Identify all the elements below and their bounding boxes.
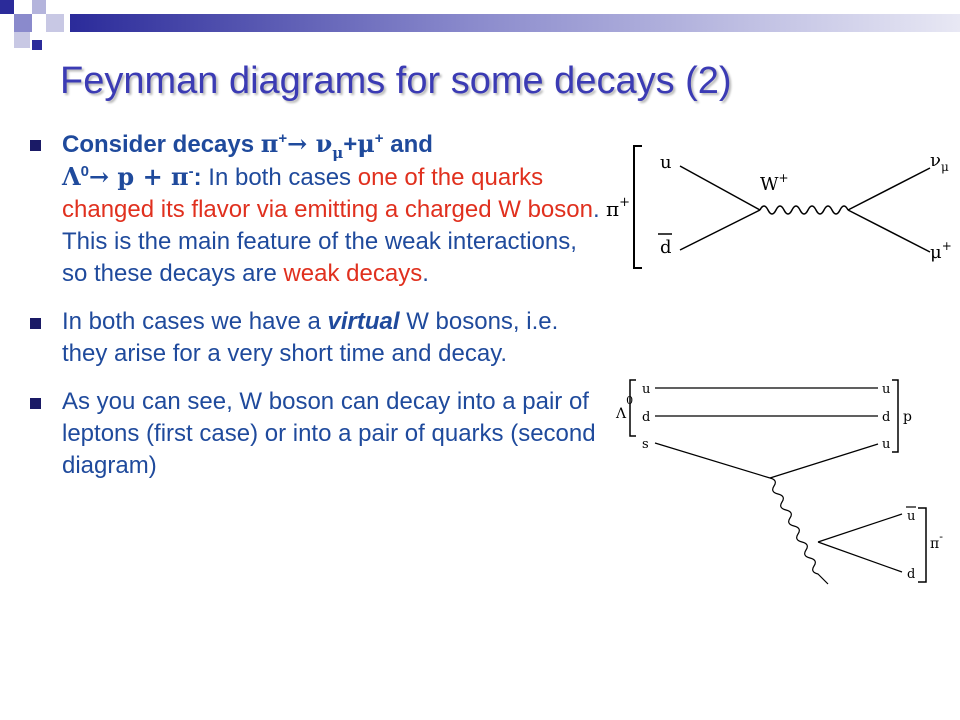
- pion-label: π+: [606, 195, 630, 221]
- muon-label: μ+: [930, 239, 952, 263]
- highlight-text: one of the quarks changed its flavor via…: [62, 164, 593, 223]
- deco-square: [0, 0, 14, 14]
- u-out-line: [769, 443, 879, 479]
- w-boson-propagator: [769, 477, 829, 585]
- proton-bracket: [892, 379, 899, 453]
- deco-square: [32, 0, 46, 14]
- emphasis-virtual: virtual: [327, 308, 400, 335]
- bullet-item-decay-modes: As you can see, W boson can decay into a…: [30, 386, 600, 482]
- d-out-label: d: [882, 410, 890, 425]
- w-boson-propagator: [759, 205, 849, 215]
- u-quark-label: u: [660, 152, 672, 173]
- bullet-item-virtual: In both cases we have a virtual W bosons…: [30, 306, 600, 370]
- neutrino-line: [847, 167, 931, 211]
- bullet-marker: [30, 398, 41, 409]
- w-boson-label: W+: [760, 171, 789, 195]
- neutrino-label: νμ: [930, 150, 949, 174]
- d-in-label: d: [642, 410, 650, 425]
- u-in-label: u: [642, 382, 650, 397]
- slide-title: Feynman diagrams for some decays (2): [60, 60, 732, 102]
- u-quark-line: [679, 165, 761, 211]
- dbar-quark-label: d: [660, 237, 672, 258]
- feynman-diagram-pion-decay: π+ u d W+ νμ μ+: [606, 145, 952, 269]
- muon-line: [847, 209, 931, 253]
- deco-square: [14, 32, 30, 48]
- pion-bracket: [918, 507, 927, 583]
- ubar-label: u: [907, 509, 915, 524]
- d-label: d: [907, 567, 915, 582]
- deco-square: [32, 40, 42, 50]
- d-line: [817, 541, 903, 573]
- deco-square: [46, 14, 64, 32]
- bullet-marker: [30, 140, 41, 151]
- bullet-marker: [30, 318, 41, 329]
- proton-label: p: [903, 409, 912, 425]
- pion-bracket: [633, 145, 642, 269]
- s-quark-line: [654, 442, 771, 479]
- feynman-diagram-lambda-decay: Λ0 u d s u d u p u d π-: [615, 379, 943, 585]
- pion-minus-label: π-: [930, 530, 943, 552]
- lambda-bracket: [629, 379, 636, 437]
- deco-square: [14, 14, 32, 32]
- s-in-label: s: [642, 437, 649, 452]
- u-out-label: u: [882, 382, 890, 397]
- title-gradient-bar: [70, 14, 960, 32]
- ubar-line: [817, 513, 903, 543]
- highlight-text: weak decays: [283, 260, 423, 287]
- dbar-quark-line: [679, 209, 761, 251]
- u-out2-label: u: [882, 437, 890, 452]
